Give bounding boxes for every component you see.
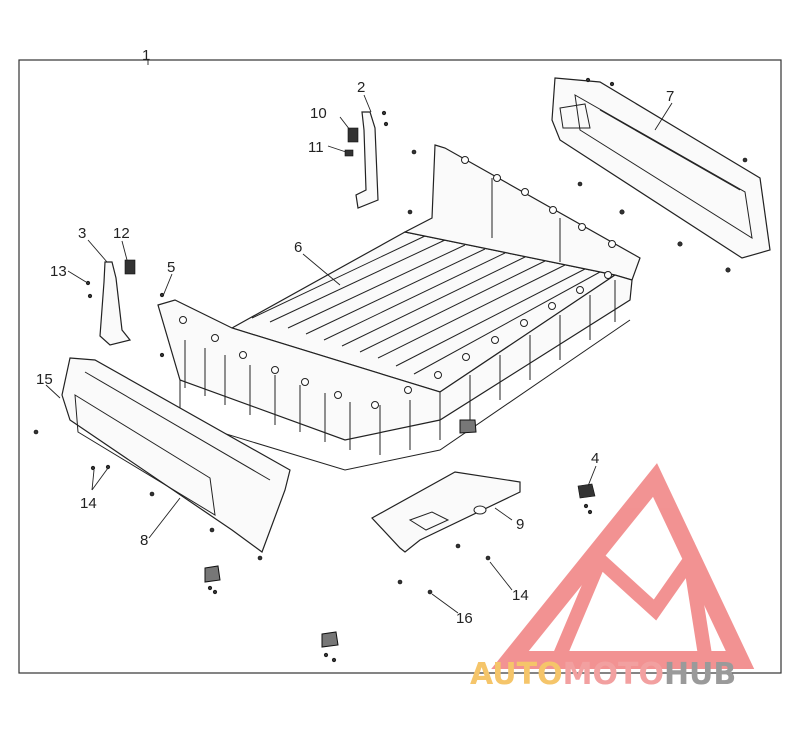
- latch-hardware-upper: [344, 127, 417, 215]
- callout-13: 13: [50, 263, 67, 280]
- callout-6: 6: [294, 239, 302, 256]
- cargo-box: [157, 144, 641, 471]
- callout-5: 5: [167, 259, 175, 276]
- skid-plate: [371, 471, 521, 553]
- watermark-moto: MOTO: [563, 657, 664, 692]
- callout-15: 15: [36, 371, 53, 388]
- front-panel: [33, 357, 291, 561]
- watermark-hub: HUB: [664, 657, 736, 692]
- callout-14-right: 14: [512, 587, 529, 604]
- callout-4: 4: [591, 450, 599, 467]
- watermark-auto: AUTO: [470, 657, 563, 692]
- watermark-text: AUTOMOTOHUB: [470, 657, 736, 692]
- bracket-left: [85, 259, 165, 358]
- callout-8: 8: [140, 532, 148, 549]
- bracket-right: [355, 110, 389, 209]
- assembly-number: 1: [142, 47, 150, 64]
- leader-lines: [45, 60, 673, 614]
- tailgate-panel: [551, 77, 771, 273]
- callout-2: 2: [357, 79, 365, 96]
- watermark-logo: [491, 463, 755, 669]
- callout-7: 7: [666, 88, 674, 105]
- callout-11: 11: [308, 139, 324, 156]
- callout-12: 12: [113, 225, 130, 242]
- diagram-frame: [18, 59, 782, 674]
- callout-16: 16: [456, 610, 473, 627]
- callout-14-left: 14: [80, 495, 97, 512]
- callout-10: 10: [310, 105, 327, 122]
- callout-3: 3: [78, 225, 86, 242]
- callout-9: 9: [516, 516, 524, 533]
- mount-bracket-right: [577, 483, 596, 515]
- mount-brackets: [204, 419, 491, 663]
